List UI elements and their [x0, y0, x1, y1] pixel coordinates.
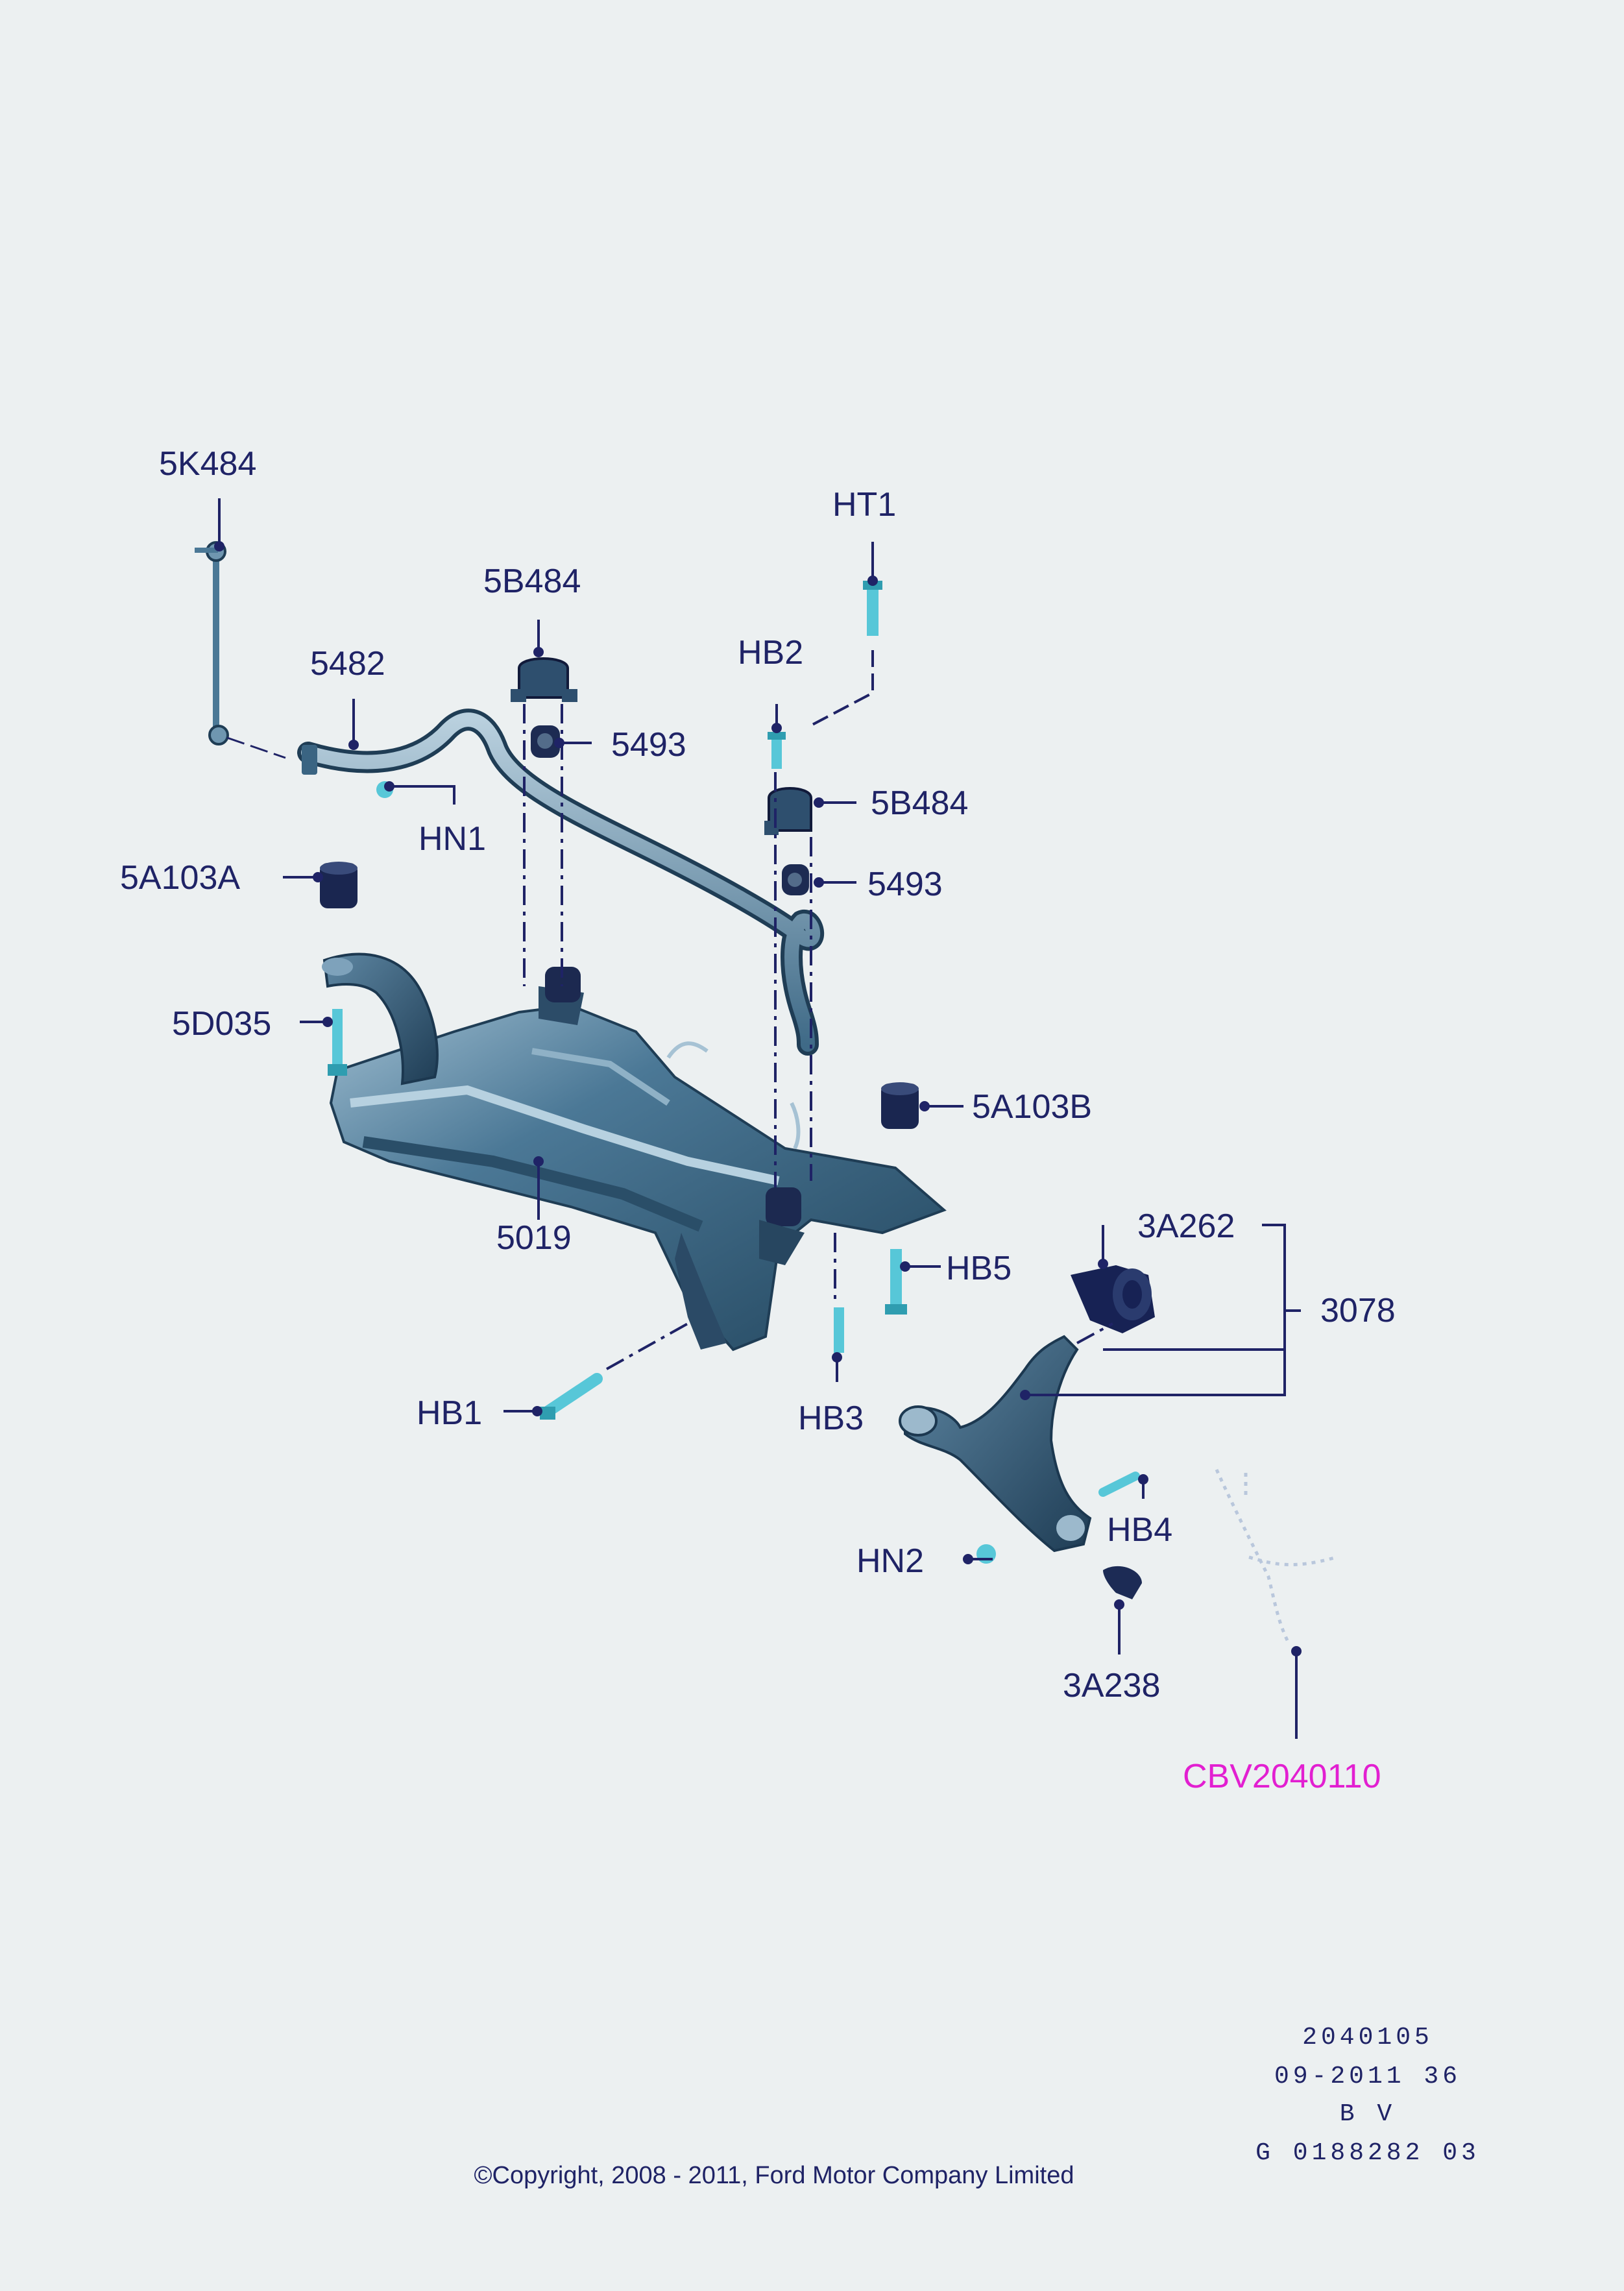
- lower-control-arm: [899, 1335, 1092, 1553]
- reference-sketch: [1215, 1468, 1337, 1643]
- bolt-ht1: [863, 581, 882, 636]
- callout-5k484[interactable]: 5K484: [159, 445, 256, 483]
- callout-hb3[interactable]: HB3: [798, 1400, 864, 1437]
- callout-hb5[interactable]: HB5: [946, 1250, 1012, 1287]
- drawing-number: 2040105: [1302, 2024, 1433, 2052]
- bolt-hb1: [540, 1373, 603, 1420]
- callout-hn2[interactable]: HN2: [856, 1542, 924, 1580]
- bushing-clamp-mid: [764, 787, 812, 895]
- bracket-3a238: [1103, 1566, 1142, 1599]
- callout-hn1[interactable]: HN1: [418, 820, 486, 858]
- reference-code: CBV2040110: [1183, 1758, 1381, 1795]
- callout-5a103b[interactable]: 5A103B: [972, 1088, 1092, 1126]
- drawing-region: B V: [1340, 2100, 1396, 2128]
- bolt-hb4: [1098, 1472, 1140, 1497]
- callout-ht1[interactable]: HT1: [832, 486, 896, 524]
- bolt-hb2: [768, 732, 786, 769]
- alignment-lines: [523, 704, 1113, 1370]
- callout-3a238[interactable]: 3A238: [1063, 1667, 1160, 1704]
- stabilizer-bar: [297, 709, 825, 1056]
- callout-5a103a[interactable]: 5A103A: [120, 859, 240, 897]
- drawing-reference: G 0188282 03: [1255, 2139, 1480, 2167]
- callout-hb1[interactable]: HB1: [417, 1394, 482, 1432]
- nut-hn2: [976, 1544, 996, 1564]
- bushing-5a103b: [881, 1082, 919, 1129]
- callout-hb4[interactable]: HB4: [1107, 1511, 1172, 1549]
- leader-dots: [214, 541, 1302, 1656]
- stabilizer-link: [195, 541, 286, 759]
- callout-5493-top[interactable]: 5493: [611, 726, 686, 764]
- left-control-arm: [320, 862, 439, 1085]
- drawing-info: 2040105 09-2011 36 B V G 0188282 03: [1255, 2024, 1480, 2167]
- callout-5b484-top[interactable]: 5B484: [483, 563, 581, 600]
- copyright-notice: ©Copyright, 2008 - 2011, Ford Motor Comp…: [474, 2162, 1074, 2189]
- callout-5493-mid[interactable]: 5493: [867, 866, 943, 903]
- drawing-date: 09-2011 36: [1274, 2063, 1461, 2091]
- callout-hb2[interactable]: HB2: [738, 634, 803, 672]
- callout-5b484-mid[interactable]: 5B484: [871, 784, 968, 822]
- callout-5019[interactable]: 5019: [496, 1219, 572, 1257]
- bushing-3a262: [1071, 1265, 1155, 1333]
- bolt-hb5: [885, 1249, 907, 1315]
- callout-3078[interactable]: 3078: [1320, 1292, 1396, 1329]
- callout-5482[interactable]: 5482: [310, 645, 385, 683]
- bolt-hb3: [834, 1307, 844, 1353]
- bushing-clamp-top: [511, 657, 577, 758]
- callout-5d035[interactable]: 5D035: [172, 1005, 271, 1043]
- callout-3a262[interactable]: 3A262: [1137, 1207, 1235, 1245]
- callout-labels: 5K484 5482 5B484 5493 HN1 HT1 HB2 5B484 …: [120, 445, 1396, 1704]
